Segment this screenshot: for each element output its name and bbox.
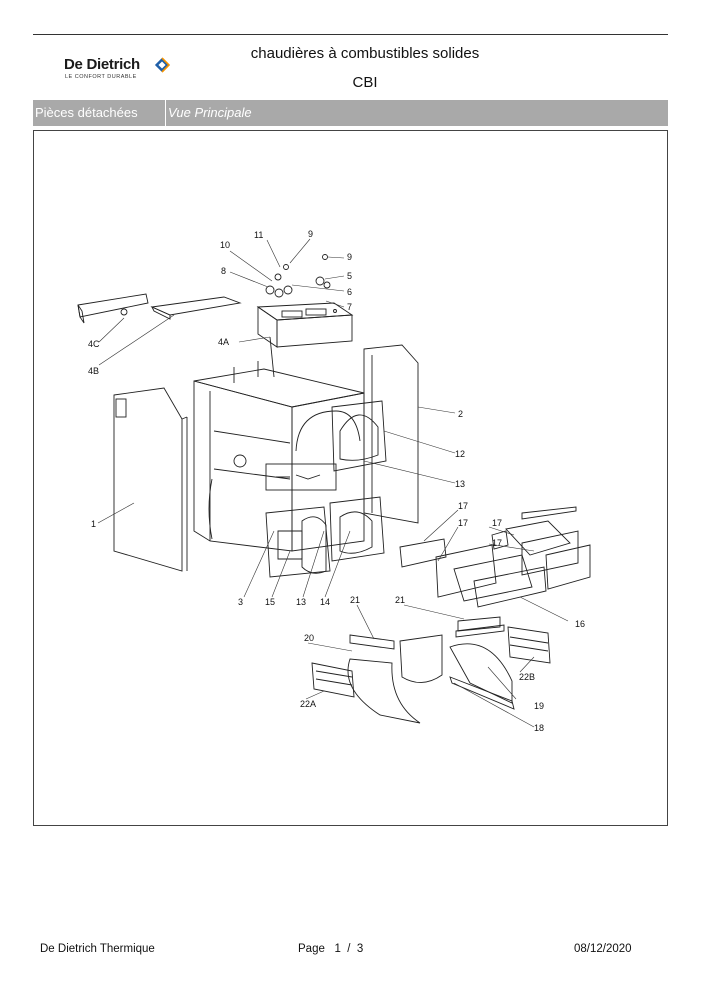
thermostat-knobs-part	[265, 254, 331, 298]
brand-diamond-icon	[154, 57, 170, 73]
side-panel-1-part	[113, 387, 188, 572]
lower-door-part	[265, 496, 385, 578]
footer-page-label: Page	[298, 943, 325, 955]
view-label: Vue Principale	[168, 105, 252, 120]
callout-22a: 22A	[300, 699, 316, 709]
callout-4c: 4C	[88, 339, 100, 349]
callout-5: 5	[347, 271, 352, 281]
document-title: chaudières à combustibles solides	[250, 45, 480, 62]
refractory-bricks-part	[399, 506, 591, 608]
callout-labels: 11 9 10 9 8 5 6 7 4C 4B 4A 2 12 13 1 17 …	[88, 229, 585, 733]
top-cover-4b-part	[150, 296, 242, 320]
brand-tagline: LE CONFORT DURABLE	[65, 74, 137, 80]
callout-15: 15	[265, 597, 275, 607]
footer-page-current: 1	[334, 943, 341, 955]
callout-16: 16	[575, 619, 585, 629]
callout-22b: 22B	[519, 672, 535, 682]
front-panel-2-part	[363, 344, 419, 524]
callout-6: 6	[347, 287, 352, 297]
ash-pan-parts	[311, 616, 551, 724]
callout-3: 3	[238, 597, 243, 607]
callout-20: 20	[304, 633, 314, 643]
callout-19: 19	[534, 701, 544, 711]
callout-12: 12	[455, 449, 465, 459]
callout-4a: 4A	[218, 337, 229, 347]
callout-4b: 4B	[88, 366, 99, 376]
control-panel-part	[256, 302, 354, 348]
callout-17c: 17	[492, 518, 502, 528]
callout-21a: 21	[350, 595, 360, 605]
callout-9a: 9	[308, 229, 313, 239]
diagram-frame: 11 9 10 9 8 5 6 7 4C 4B 4A 2 12 13 1 17 …	[33, 130, 668, 826]
callout-13b: 13	[296, 597, 306, 607]
callout-13a: 13	[455, 479, 465, 489]
callout-18: 18	[534, 723, 544, 733]
brand-name: De Dietrich	[64, 56, 140, 73]
brand-logo: De Dietrich LE CONFORT DURABLE	[64, 54, 174, 84]
callout-21b: 21	[395, 595, 405, 605]
leader-lines	[97, 238, 569, 728]
footer-page-separator: /	[347, 943, 351, 955]
exploded-view-diagram: 11 9 10 9 8 5 6 7 4C 4B 4A 2 12 13 1 17 …	[77, 229, 591, 733]
callout-8: 8	[221, 266, 226, 276]
callout-17d: 17	[492, 538, 502, 548]
footer-page-total: 3	[356, 943, 364, 955]
callout-2: 2	[458, 409, 463, 419]
callout-14: 14	[320, 597, 330, 607]
footer-page: Page 1 / 3	[298, 943, 363, 955]
callout-10: 10	[220, 240, 230, 250]
callout-17b: 17	[458, 518, 468, 528]
callout-11: 11	[254, 230, 263, 240]
model-title: CBI	[352, 74, 378, 91]
callout-7: 7	[347, 302, 352, 312]
boiler-body-part	[193, 336, 365, 552]
footer-date: 08/12/2020	[574, 943, 632, 955]
top-cover-4c-part	[77, 293, 149, 324]
section-label: Pièces détachées	[33, 100, 166, 126]
callout-9b: 9	[347, 252, 352, 262]
callout-17a: 17	[458, 501, 468, 511]
footer-company: De Dietrich Thermique	[40, 943, 155, 955]
header-rule	[33, 34, 668, 35]
section-band: Pièces détachées Vue Principale	[33, 100, 668, 126]
upper-door-part	[295, 400, 387, 472]
callout-1: 1	[91, 519, 96, 529]
